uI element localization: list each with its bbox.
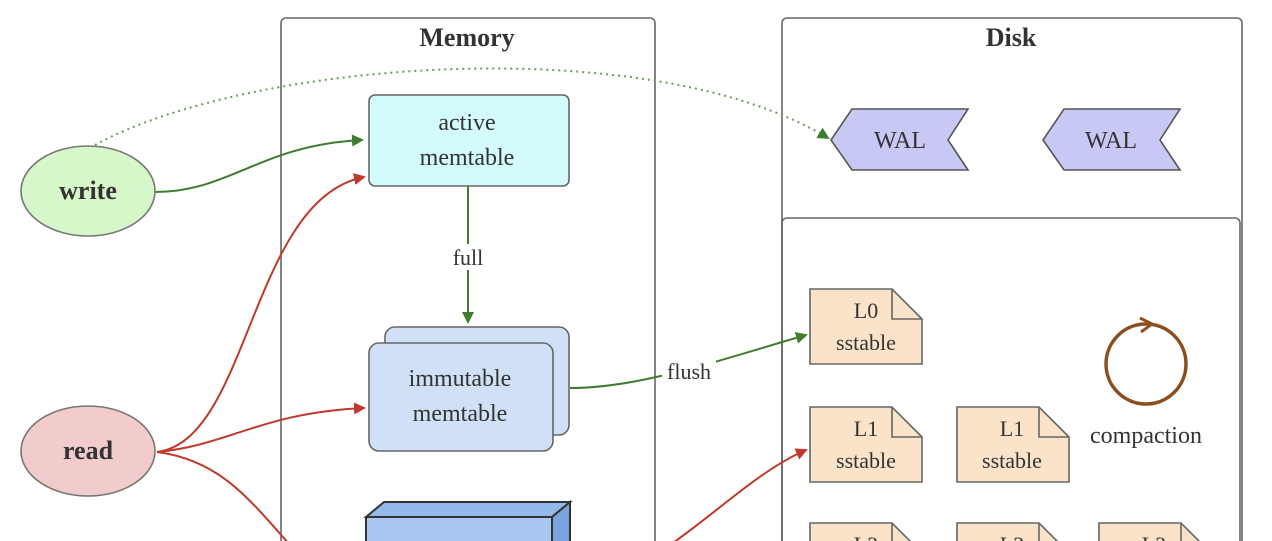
write-label: write bbox=[59, 176, 117, 205]
l1-sstable-2-line2: sstable bbox=[982, 448, 1042, 473]
read-to-active-edge bbox=[156, 173, 366, 453]
read-to-lower-edge bbox=[156, 451, 288, 541]
full-label: full bbox=[453, 245, 484, 270]
write-to-active-edge bbox=[154, 134, 364, 193]
l1-sstable-node-1[interactable]: L1 sstable bbox=[809, 406, 923, 483]
memory-title: Memory bbox=[419, 23, 514, 52]
l2-sstable-2-label: L2 bbox=[1000, 532, 1024, 541]
compaction-arrowhead-icon bbox=[1139, 316, 1155, 334]
sstable-region bbox=[781, 217, 1241, 541]
l0-sstable-line2: sstable bbox=[836, 330, 896, 355]
memory-container: Memory bbox=[280, 17, 656, 541]
disk-container: Disk bbox=[781, 17, 1243, 541]
l2-sstable-3-label: L2 bbox=[1142, 532, 1166, 541]
l0-sstable-node[interactable]: L0 sstable bbox=[809, 288, 923, 365]
wal-node-2[interactable]: WAL bbox=[1042, 108, 1182, 171]
write-node[interactable]: write bbox=[20, 145, 156, 237]
l1-sstable-1-line1: L1 bbox=[854, 416, 878, 441]
compaction-cycle-icon bbox=[1104, 322, 1188, 406]
wal-node-1[interactable]: WAL bbox=[830, 108, 970, 171]
read-to-immutable-edge bbox=[156, 402, 366, 453]
immutable-memtable-line1: immutable bbox=[409, 366, 512, 392]
block-cache-node bbox=[363, 499, 573, 541]
read-label: read bbox=[63, 436, 114, 465]
l0-sstable-line1: L0 bbox=[854, 298, 878, 323]
l2-sstable-node-3[interactable]: L2 bbox=[1098, 522, 1211, 541]
active-memtable-node[interactable]: active memtable bbox=[368, 94, 570, 187]
l1-sstable-node-2[interactable]: L1 sstable bbox=[956, 406, 1070, 483]
l2-sstable-node-1[interactable]: L2 bbox=[809, 522, 922, 541]
read-to-l1-edge bbox=[673, 448, 808, 541]
l2-sstable-1-label: L2 bbox=[854, 532, 878, 541]
flush-label: flush bbox=[667, 359, 711, 384]
immutable-memtable-node[interactable]: immutable memtable bbox=[368, 326, 570, 452]
disk-title: Disk bbox=[986, 23, 1037, 52]
wal-label-2: WAL bbox=[1085, 128, 1137, 154]
immutable-memtable-line2: memtable bbox=[413, 401, 508, 427]
l1-sstable-1-line2: sstable bbox=[836, 448, 896, 473]
l2-sstable-node-2[interactable]: L2 bbox=[956, 522, 1069, 541]
compaction-label: compaction bbox=[1090, 423, 1202, 449]
wal-label-1: WAL bbox=[874, 128, 926, 154]
active-memtable-line1: active bbox=[438, 110, 495, 136]
active-memtable-line2: memtable bbox=[420, 145, 515, 171]
l1-sstable-2-line1: L1 bbox=[1000, 416, 1024, 441]
compaction-node[interactable]: compaction bbox=[1090, 316, 1202, 449]
read-node[interactable]: read bbox=[20, 405, 156, 497]
